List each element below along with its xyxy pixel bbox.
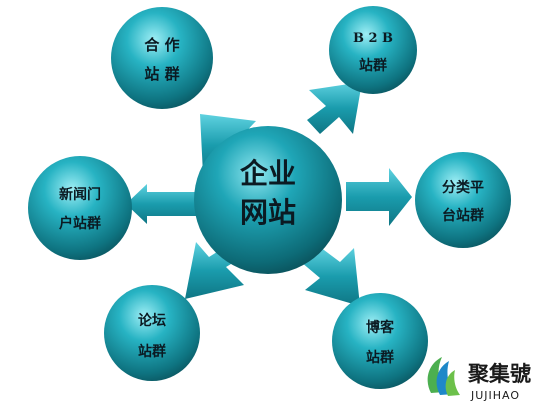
node-xinwen-line1: 新闻门 <box>59 186 101 203</box>
node-fenlei: 分类平 台站群 <box>415 152 511 248</box>
brand-logo-icon <box>421 357 463 399</box>
node-xinwen-line2: 户站群 <box>59 215 101 232</box>
brand-watermark: 聚集號 JUJIHAO <box>421 357 531 402</box>
node-luntan: 论坛 站群 <box>104 285 200 381</box>
node-b2b: B 2 B 站群 <box>329 6 417 94</box>
arrow-to-boke <box>301 247 360 306</box>
node-luntan-line1: 论坛 <box>138 312 166 329</box>
node-boke: 博客 站群 <box>332 293 428 389</box>
brand-name-en: JUJIHAO <box>470 389 520 402</box>
node-fenlei-line2: 台站群 <box>442 207 484 224</box>
center-node: 企业 网站 <box>194 126 342 274</box>
node-hezuo: 合 作 站 群 <box>111 7 213 109</box>
center-label-line2: 网站 <box>240 196 296 229</box>
arrow-to-xinwen <box>126 184 200 224</box>
node-boke-line1: 博客 <box>366 319 395 336</box>
node-xinwen: 新闻门 户站群 <box>28 156 132 260</box>
node-hezuo-line1: 合 作 <box>143 36 179 54</box>
arrow-to-b2b <box>307 82 362 134</box>
node-b2b-line1: B 2 B <box>353 31 393 46</box>
node-b2b-line2: 站群 <box>359 57 387 74</box>
arrow-to-fenlei <box>346 168 412 226</box>
node-hezuo-line2: 站 群 <box>144 65 179 83</box>
center-label-line1: 企业 <box>240 157 296 190</box>
brand-name-cn: 聚集號 <box>467 362 531 386</box>
node-boke-line2: 站群 <box>366 349 394 366</box>
node-fenlei-line1: 分类平 <box>442 179 484 196</box>
node-luntan-line2: 站群 <box>138 343 166 360</box>
